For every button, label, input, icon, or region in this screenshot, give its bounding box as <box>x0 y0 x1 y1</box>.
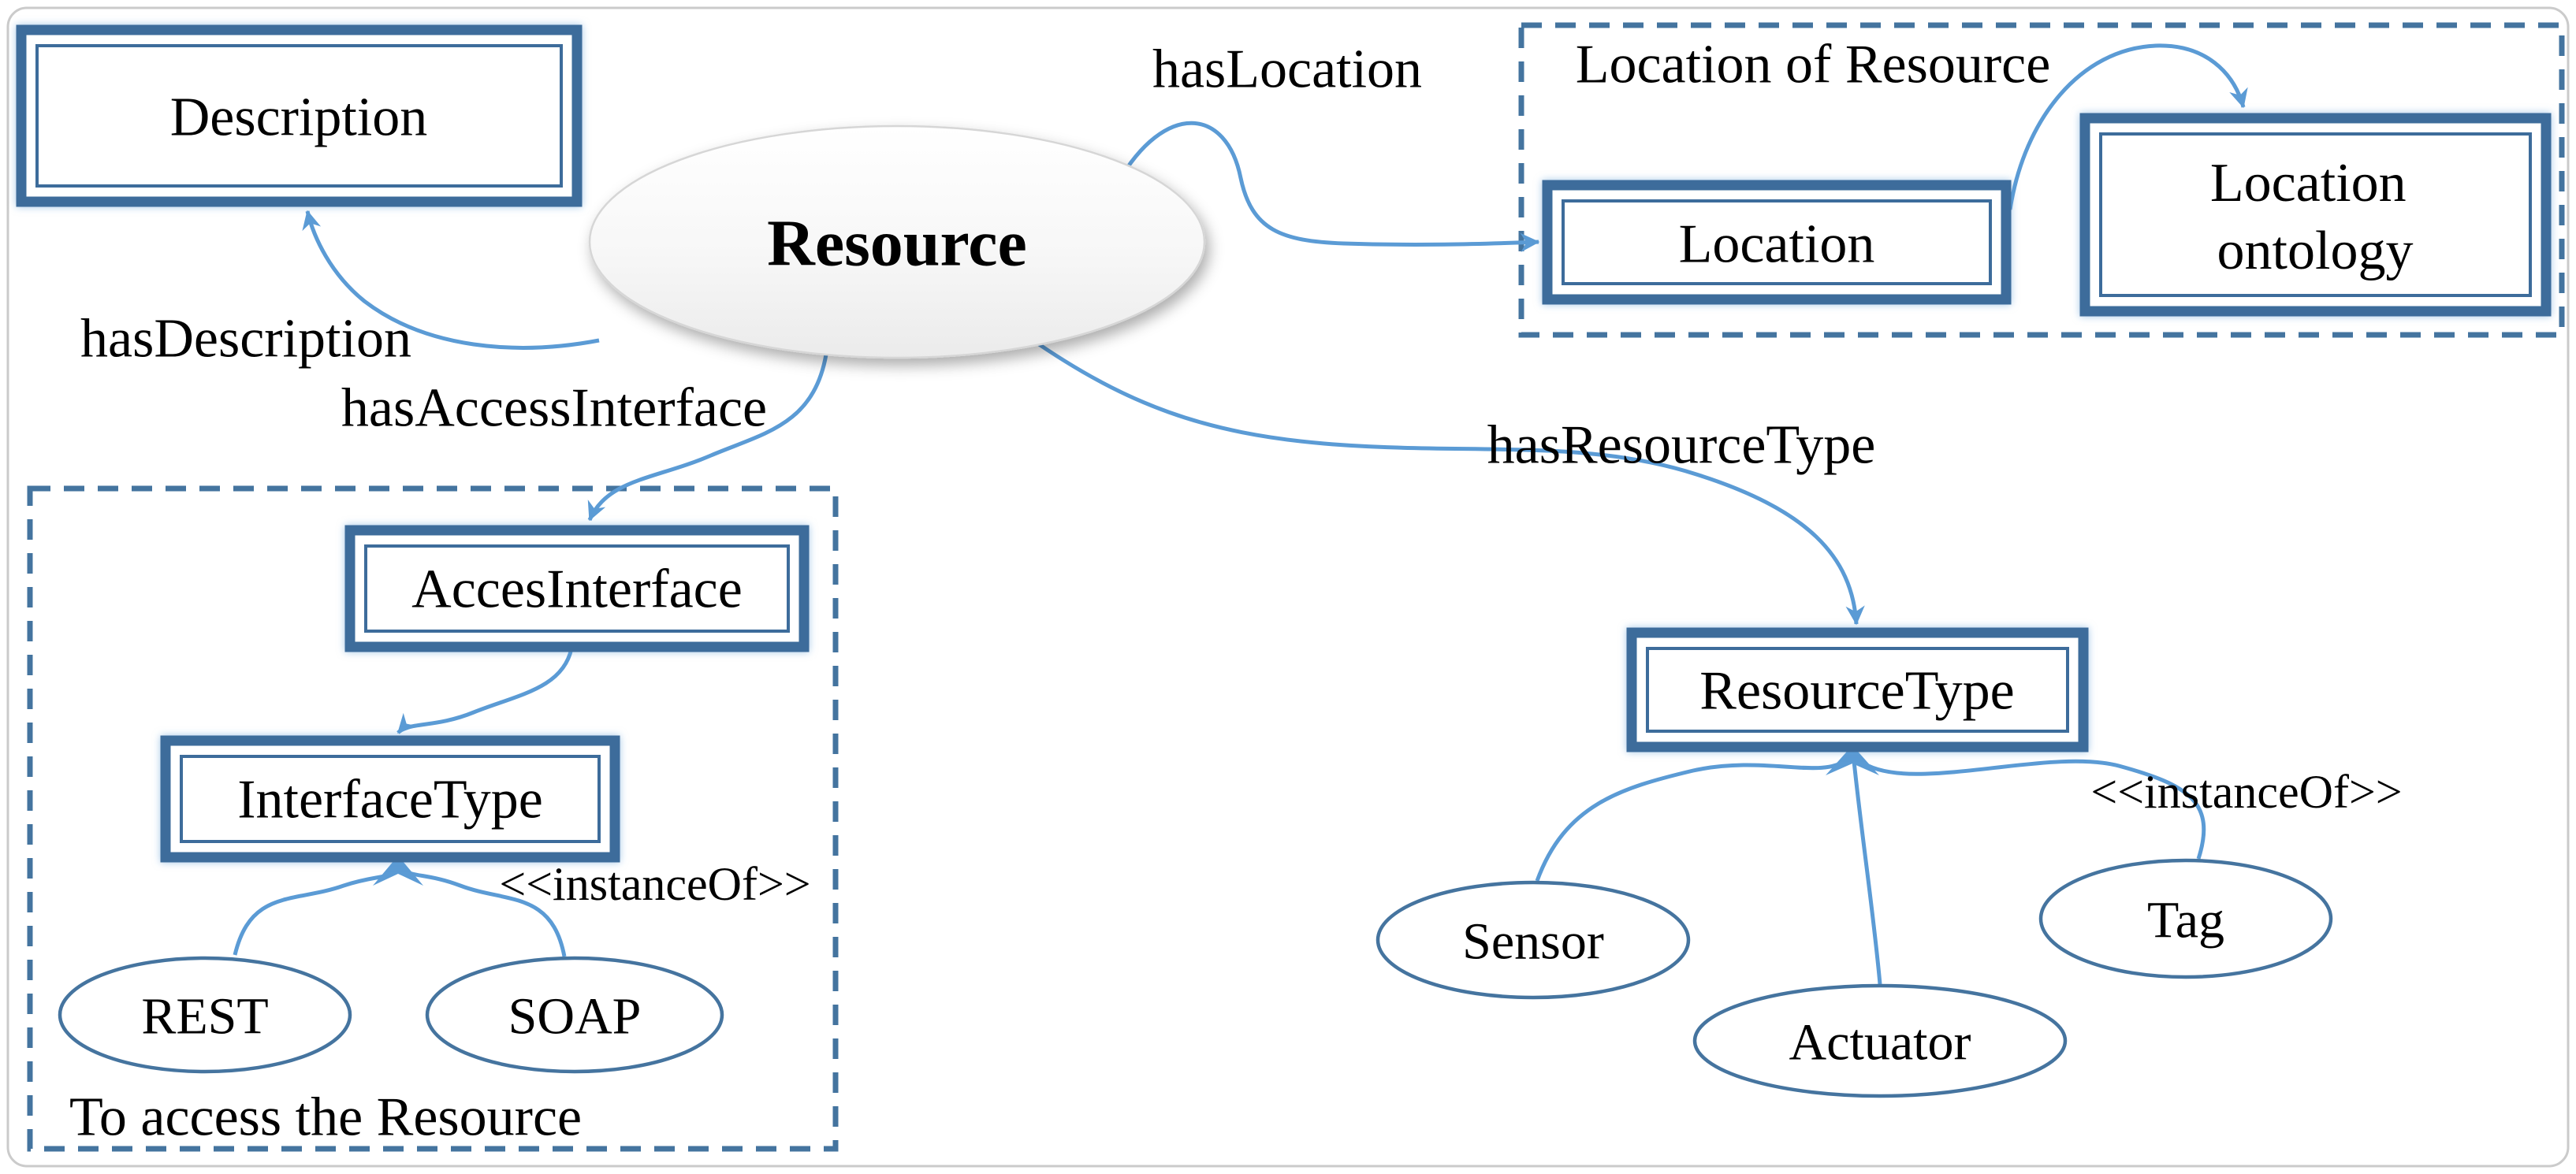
node-resource-type: ResourceType <box>1626 627 2089 752</box>
resource-label: Resource <box>767 207 1027 280</box>
node-description: Description <box>16 24 583 207</box>
access-interface-group: To access the Resource <box>27 485 839 1152</box>
sensor-label: Sensor <box>1462 913 1604 971</box>
rest-ellipse <box>58 956 352 1074</box>
edge-tag-to-resourcetype <box>1859 759 2206 860</box>
resource-type-box-inner <box>1646 647 2069 733</box>
label-has-description: hasDescription <box>80 309 411 370</box>
resource-type-label: ResourceType <box>1699 661 2014 722</box>
location-group-dashed-border <box>1518 22 2565 338</box>
description-box-inner <box>35 44 563 188</box>
label-has-location: hasLocation <box>1152 39 1422 100</box>
edges <box>233 43 2248 985</box>
edge-has-location <box>1115 121 1540 253</box>
location-label: Location <box>1679 214 1875 275</box>
location-ontology-box <box>2079 113 2552 317</box>
resource-ellipse <box>588 124 1206 359</box>
edge-actuator-to-resourcetype <box>1852 760 1882 985</box>
tag-ellipse <box>2038 858 2333 979</box>
resourcetype-converge-arrowhead <box>1826 745 1879 775</box>
access-group-note: To access the Resource <box>69 1087 582 1148</box>
description-label: Description <box>170 87 428 148</box>
actuator-label: Actuator <box>1789 1014 1971 1072</box>
location-box <box>1542 180 2012 305</box>
interface-type-label: InterfaceType <box>237 770 543 830</box>
description-box <box>16 24 583 207</box>
location-ontology-box-inner <box>2099 132 2532 297</box>
node-location: Location <box>1542 180 2012 305</box>
interfacetype-converge-arrowhead <box>373 856 423 886</box>
node-location-ontology: Location ontology <box>2079 113 2552 317</box>
tag-label: Tag <box>2147 892 2224 949</box>
location-ontology-line1: Location <box>2210 153 2407 214</box>
sensor-ellipse <box>1375 880 1691 1000</box>
edge-location-to-ontology <box>2008 43 2248 210</box>
acces-interface-label: AccesInterface <box>411 559 743 620</box>
label-has-resource-type: hasResourceType <box>1487 415 1876 476</box>
instance-ellipses: REST SOAP Sensor Actuator Tag <box>58 858 2333 1098</box>
node-resource: Resource <box>588 124 1206 359</box>
edge-has-access-interface <box>587 354 828 522</box>
label-has-access-interface: hasAccessInterface <box>341 378 767 439</box>
interface-type-box-inner <box>180 755 601 843</box>
edge-sensor-to-resourcetype <box>1535 757 1848 882</box>
edge-has-resource-type <box>1027 335 1865 626</box>
soap-ellipse <box>425 956 724 1074</box>
interface-type-box <box>160 735 620 863</box>
resource-type-box <box>1626 627 2089 752</box>
label-instanceof-interface: <<instanceOf>> <box>499 858 810 910</box>
node-interface-type: InterfaceType <box>160 735 620 863</box>
edge-has-description <box>302 210 600 350</box>
acces-interface-box-inner <box>364 544 790 633</box>
edge-accesinterface-to-interfacetype <box>396 648 574 734</box>
label-instanceof-resource: <<instanceOf>> <box>2090 766 2402 818</box>
location-ontology-line2: ontology <box>2217 221 2414 281</box>
location-group-label: Location of Resource <box>1576 35 2051 95</box>
location-group: Location of Resource <box>1518 22 2565 338</box>
actuator-ellipse <box>1692 983 2068 1098</box>
acces-interface-box <box>344 525 810 652</box>
location-box-inner <box>1562 199 1992 285</box>
location-ontology-label: Location ontology <box>2210 153 2420 281</box>
edge-soap-to-interfacetype <box>400 867 567 957</box>
edge-labels: hasDescription hasLocation hasAccessInte… <box>80 39 2403 911</box>
soap-label: SOAP <box>508 988 642 1046</box>
access-group-dashed-border <box>27 485 839 1152</box>
rest-label: REST <box>141 988 268 1046</box>
node-acces-interface: AccesInterface <box>344 525 810 652</box>
